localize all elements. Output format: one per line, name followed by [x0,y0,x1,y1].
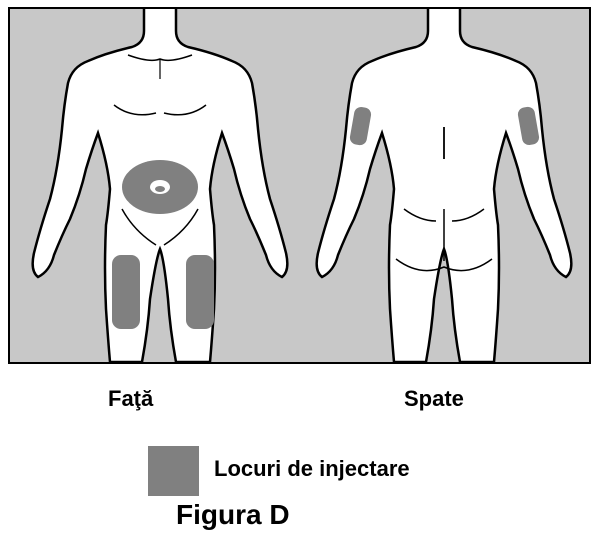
left-thigh-injection-site [112,255,140,329]
right-thigh-injection-site [186,255,214,329]
back-view-label: Spate [404,386,464,412]
figure-caption: Figura D [176,499,290,531]
body-illustration [10,9,589,362]
legend-label: Locuri de injectare [214,456,410,482]
legend-swatch [148,446,199,496]
front-body-figure [33,9,288,362]
body-diagram [8,7,591,364]
front-view-label: Faţă [108,386,153,412]
back-body-figure [317,9,572,362]
